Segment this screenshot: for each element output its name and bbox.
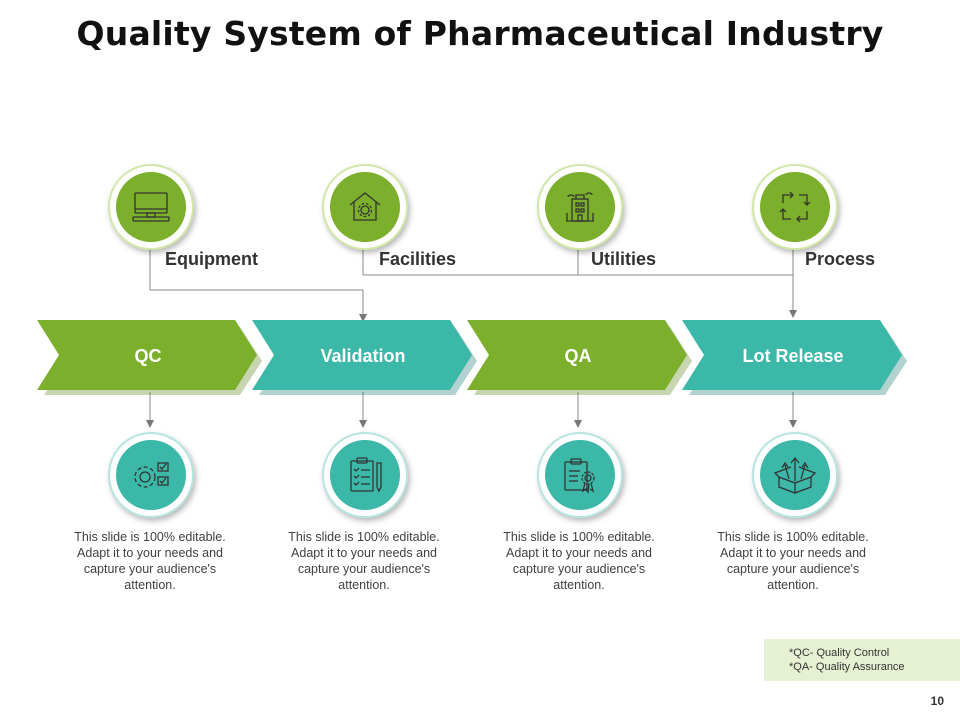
step-qa: QA — [467, 320, 692, 395]
house-gear-icon — [349, 192, 381, 221]
abbreviation-legend: *QC- Quality Control *QA- Quality Assura… — [764, 639, 960, 681]
chevron-shape — [252, 320, 477, 395]
step-label: QC — [134, 346, 162, 366]
category-label-process: Process — [805, 249, 876, 269]
step-description-qc: This slide is 100% editable. Adapt it to… — [74, 530, 226, 592]
slide-title: Quality System of Pharmaceutical Industr… — [76, 14, 884, 53]
monitor-icon — [132, 192, 170, 222]
certificate-icon — [564, 458, 595, 494]
cycle-arrows-icon — [779, 191, 811, 223]
chevron-shape — [37, 320, 262, 395]
category-label-equipment: Equipment — [165, 249, 258, 269]
step-label: QA — [564, 346, 592, 366]
chevron-shape — [682, 320, 907, 395]
category-label-facilities: Facilities — [379, 249, 457, 269]
clipboard-checklist-icon — [350, 457, 382, 493]
page-number: 10 — [930, 694, 944, 708]
step-label: Validation — [320, 346, 406, 366]
building-icon — [566, 192, 594, 222]
step-lot-release: Lot Release — [682, 320, 907, 395]
step-description-qa: This slide is 100% editable. Adapt it to… — [503, 530, 655, 592]
gear-checklist-icon — [134, 462, 169, 488]
step-label: Lot Release — [742, 346, 844, 366]
chevron-shape — [467, 320, 692, 395]
step-validation: Validation — [252, 320, 477, 395]
legend-line-qc: *QC- Quality Control — [789, 647, 890, 659]
legend-line-qa: *QA- Quality Assurance — [789, 661, 905, 673]
step-qc: QC — [37, 320, 262, 395]
box-arrows-icon — [773, 456, 817, 494]
step-description-validation: This slide is 100% editable. Adapt it to… — [288, 530, 440, 592]
category-label-utilities: Utilities — [591, 249, 657, 269]
step-description-lot-release: This slide is 100% editable. Adapt it to… — [717, 530, 869, 592]
